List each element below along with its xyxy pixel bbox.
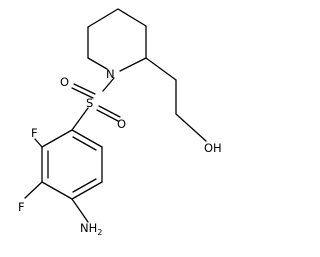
bond-c2-ch2a — [145, 57, 177, 81]
atom-label-sulfur: S — [86, 96, 93, 110]
bond-b6-b1 — [71, 129, 103, 148]
piperidine-ring-bonds — [87, 8, 147, 72]
atom-label-oxygen-bottom: O — [117, 117, 126, 131]
amino-nh: NH — [80, 221, 97, 235]
atom-label-fluorine-top: F — [31, 126, 38, 140]
bond-b4-n — [71, 198, 89, 223]
bond-b3-f2 — [24, 181, 43, 199]
bond-b3-b4 — [41, 181, 73, 200]
hydroxyethyl-chain-bonds — [145, 57, 207, 142]
bond-s-o1-double — [71, 87, 94, 99]
bond-c6-n — [87, 57, 108, 70]
bond-b2-f1 — [34, 138, 43, 148]
bond-s-o2-double — [96, 109, 119, 122]
atom-label-nitrogen: N — [106, 67, 115, 81]
bond-n-c2 — [119, 57, 147, 72]
substituent-bonds — [24, 138, 89, 223]
bond-ch2b-o — [175, 113, 207, 142]
atom-label-hydroxyl: OH — [204, 141, 222, 155]
bond-s-o2 — [98, 105, 121, 118]
atom-label-fluorine-bottom: F — [18, 200, 25, 214]
benzene-ring-bonds — [41, 129, 103, 200]
atom-label-oxygen-top: O — [60, 75, 69, 89]
sulfonyl-bonds — [71, 77, 121, 131]
bond-n-s — [102, 77, 115, 92]
amino-subscript: 2 — [97, 228, 102, 237]
bond-s-o1 — [73, 83, 96, 95]
bond-c4-c5 — [87, 8, 119, 28]
bond-s-aryl — [71, 107, 89, 131]
molecule-structure-diagram: N S O O OH F F NH2 — [18, 8, 222, 237]
bond-b1-b2 — [41, 129, 73, 148]
bond-b4-b5 — [71, 181, 103, 200]
bond-c3-c4 — [117, 8, 147, 27]
bond-b4-b5-inner — [72, 178, 97, 193]
atom-label-amino: NH2 — [80, 221, 102, 237]
bond-b6-b1-inner — [72, 136, 97, 151]
